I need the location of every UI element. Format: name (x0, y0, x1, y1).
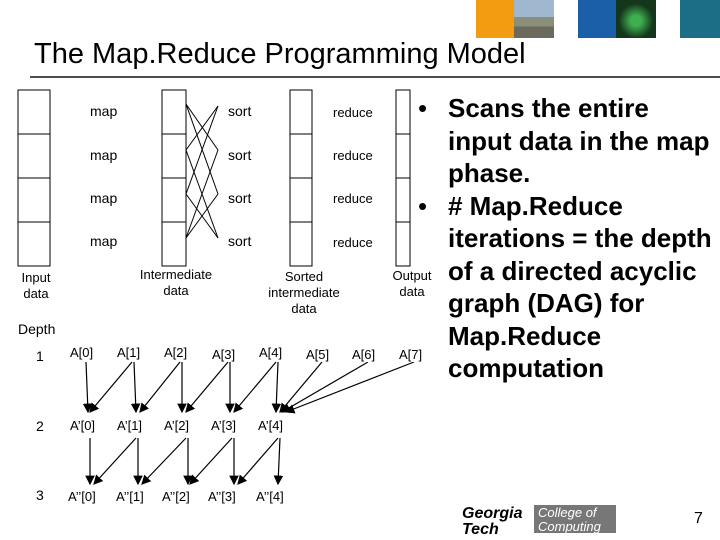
map-label-4: map (90, 233, 118, 249)
map-label-3: map (90, 190, 118, 206)
reduce-label-2: reduce (333, 148, 373, 163)
reduce-label-3: reduce (333, 191, 373, 206)
dag-node-a-prime-1: A’[1] (117, 418, 143, 433)
slide-title: The Map.Reduce Programming Model (34, 38, 526, 70)
sort-label-1: sort (228, 103, 252, 119)
dag-node-a-dprime-3: A’’[3] (208, 489, 236, 504)
dag-node-a-prime-3: A’[3] (211, 418, 237, 433)
title-rule (30, 76, 720, 78)
map-label-2: map (90, 147, 118, 163)
dag-node-a-dprime-0: A’’[0] (68, 489, 96, 504)
college-of-computing-logo (534, 505, 616, 533)
shuffle-lines (185, 103, 219, 239)
teal-swatch (680, 0, 720, 38)
dag-node-a2: A[2] (164, 345, 188, 360)
sort-label-3: sort (228, 190, 252, 206)
georgia-tech-logo: Georgia Tech (462, 505, 523, 538)
input-data-dividers (18, 133, 50, 223)
map-label-1: map (90, 103, 118, 119)
input-data-caption: Input data (21, 270, 51, 301)
bullet-list: Scans the entire input data in the map p… (416, 92, 716, 385)
depth-2-label: 2 (36, 418, 44, 434)
campus-photo (514, 0, 554, 38)
dag-node-a-prime-4: A’[4] (258, 418, 284, 433)
reduce-label-1: reduce (333, 105, 373, 120)
dag-edges (82, 361, 415, 486)
dag-node-a6: A[6] (352, 347, 376, 362)
depth-3-label: 3 (36, 487, 44, 503)
sorted-dividers (290, 133, 312, 223)
college-of-computing-text: College of Computing (538, 505, 601, 534)
bullet-item-1: Scans the entire input data in the map p… (416, 92, 716, 190)
dag-node-a-dprime-4: A’’[4] (256, 489, 284, 504)
intermediate-dividers (162, 133, 186, 223)
dag-node-a3: A[3] (212, 347, 236, 362)
output-dividers (396, 133, 410, 223)
dag-node-a0: A[0] (70, 345, 94, 360)
orange-swatch (476, 0, 514, 38)
intermediate-data-caption: Intermediate data (139, 267, 213, 298)
depth-1-label: 1 (36, 348, 44, 364)
dag-node-a-dprime-2: A’’[2] (162, 489, 190, 504)
page-number: 7 (694, 510, 703, 527)
blue-swatch (578, 0, 616, 38)
sorted-data-caption: Sorted intermediate data (268, 269, 340, 316)
green-visual (616, 0, 656, 38)
depth-heading: Depth (18, 321, 56, 337)
sort-label-4: sort (228, 233, 252, 249)
dag-node-a5: A[5] (306, 347, 330, 362)
dag-node-a1: A[1] (117, 345, 141, 360)
sort-label-2: sort (228, 147, 252, 163)
dag-node-a-dprime-1: A’’[1] (116, 489, 144, 504)
dag-node-a-prime-2: A’[2] (164, 418, 190, 433)
bullet-item-2: # Map.Reduce iterations = the depth of a… (416, 190, 716, 385)
reduce-label-4: reduce (333, 235, 373, 250)
dag-node-a-prime-0: A’[0] (70, 418, 96, 433)
dag-node-a4: A[4] (259, 345, 283, 360)
